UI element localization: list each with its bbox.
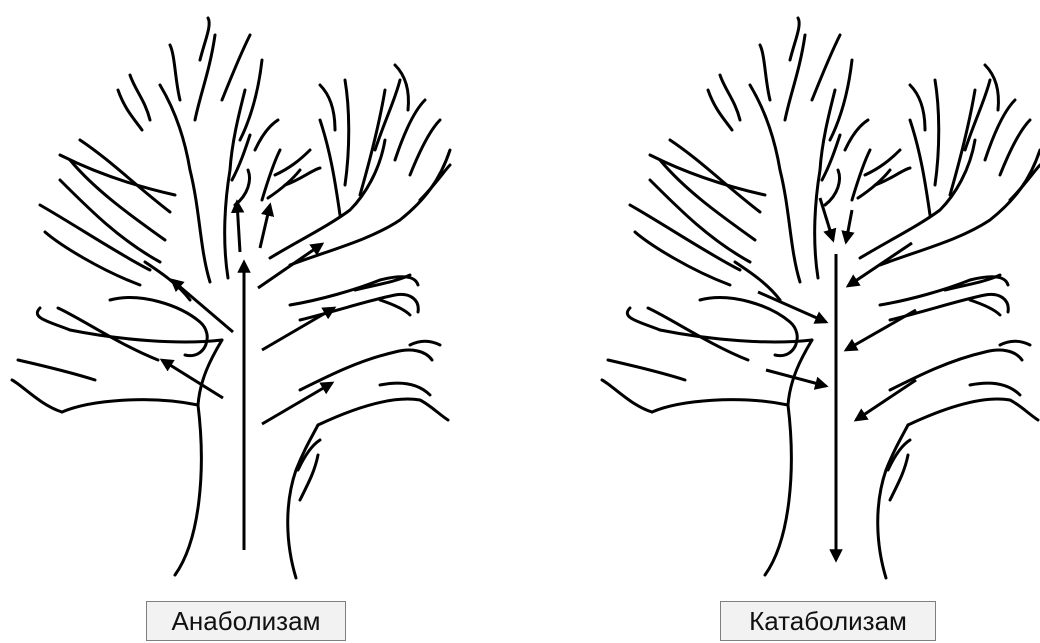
arrow-from-lower-right [856, 380, 916, 420]
tree-drawing [12, 18, 450, 578]
anabolism-arrows [162, 202, 334, 550]
arrow-from-upper-right [848, 243, 912, 286]
arrow-from-mid-right [846, 310, 916, 350]
arrow-upper-right [258, 244, 322, 288]
catabolism-label: Катаболизам [720, 601, 936, 641]
arrow-down-right-small [846, 210, 852, 242]
arrow-lower-left [162, 360, 223, 398]
arrow-up-right-small [260, 205, 270, 248]
anabolism-label: Анаболизам [146, 601, 346, 641]
arrow-up-center [237, 202, 240, 252]
catabolism-diagram [602, 18, 1040, 578]
anabolism-diagram [12, 18, 450, 578]
tree-drawing [602, 18, 1040, 578]
arrow-mid-right [262, 308, 334, 350]
catabolism-arrows [758, 198, 916, 560]
arrow-lower-right [262, 383, 332, 424]
